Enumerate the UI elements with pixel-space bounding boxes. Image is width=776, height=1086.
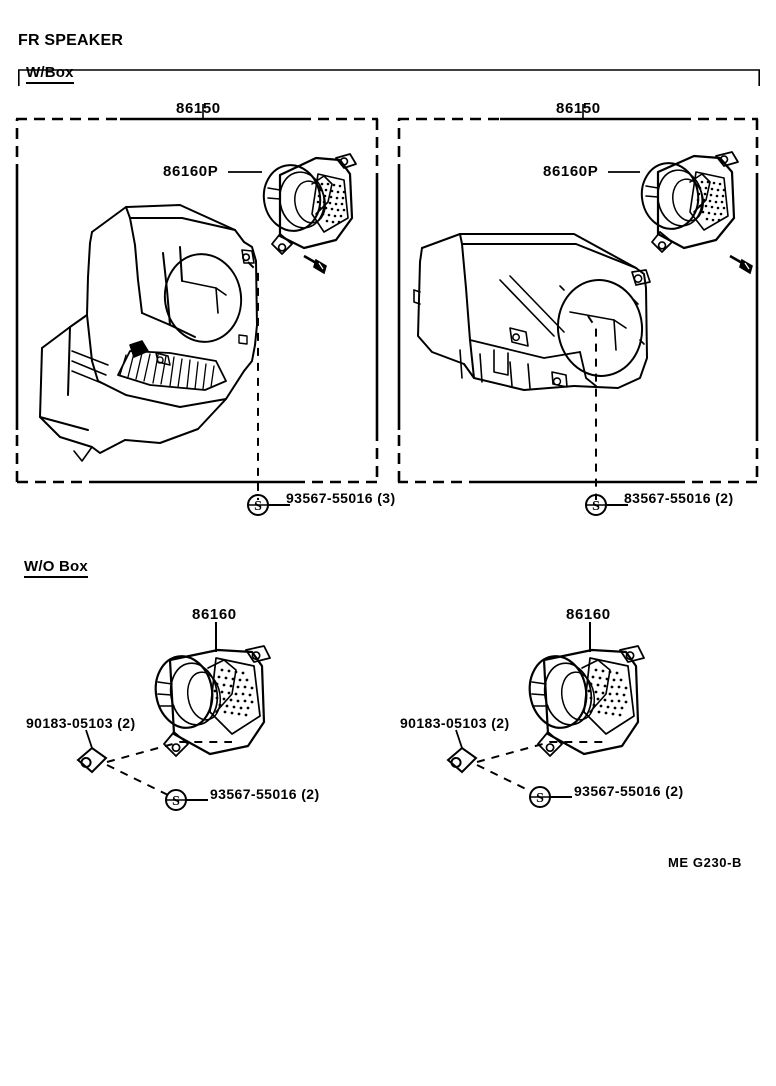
svg-text:S: S — [172, 794, 180, 809]
callout-nut-lower-left: 90183-05103 (2) — [26, 715, 136, 731]
tapping-screw-icon-right — [729, 254, 753, 275]
section-label-without-box: W/O Box — [24, 558, 88, 578]
part-label-86160-right: 86160 — [566, 606, 611, 623]
svg-text:S: S — [592, 499, 600, 514]
part-label-86160-left: 86160 — [192, 606, 237, 623]
part-label-86160P-right: 86160P — [543, 163, 599, 180]
screw-leader-right — [606, 504, 628, 506]
part-label-86150-right: 86150 — [556, 100, 601, 117]
callout-screw-right: 83567-55016 (2) — [624, 490, 734, 506]
svg-text:S: S — [254, 499, 262, 514]
svg-text:S: S — [536, 791, 544, 806]
part-label-86150-left: 86150 — [176, 100, 221, 117]
tapping-screw-icon-left — [303, 254, 327, 275]
speaker-illustration-lower-left — [154, 645, 271, 757]
callout-screw-left: 93567-55016 (3) — [286, 490, 396, 506]
speaker-illustration-left — [262, 153, 357, 255]
callout-screw-lower-right: 93567-55016 (2) — [574, 783, 684, 799]
speaker-illustration-right — [640, 151, 739, 253]
speaker-illustration-lower-right — [528, 645, 645, 757]
callout-screw-lower-left: 93567-55016 (2) — [210, 786, 320, 802]
header-rule — [18, 69, 760, 86]
section-label-with-box: W/Box — [26, 64, 74, 84]
screw-leader-lower-left — [186, 799, 208, 801]
speaker-box-illustration-left — [39, 204, 258, 462]
drawing-code: ME G230-B — [668, 855, 743, 870]
screw-leader-lower-right — [550, 796, 572, 798]
screw-leader-left — [268, 504, 290, 506]
callout-nut-lower-right: 90183-05103 (2) — [400, 715, 510, 731]
speaker-box-illustration-right — [413, 233, 651, 391]
page-title: FR SPEAKER — [18, 32, 124, 49]
part-label-86160P-left: 86160P — [163, 163, 219, 180]
